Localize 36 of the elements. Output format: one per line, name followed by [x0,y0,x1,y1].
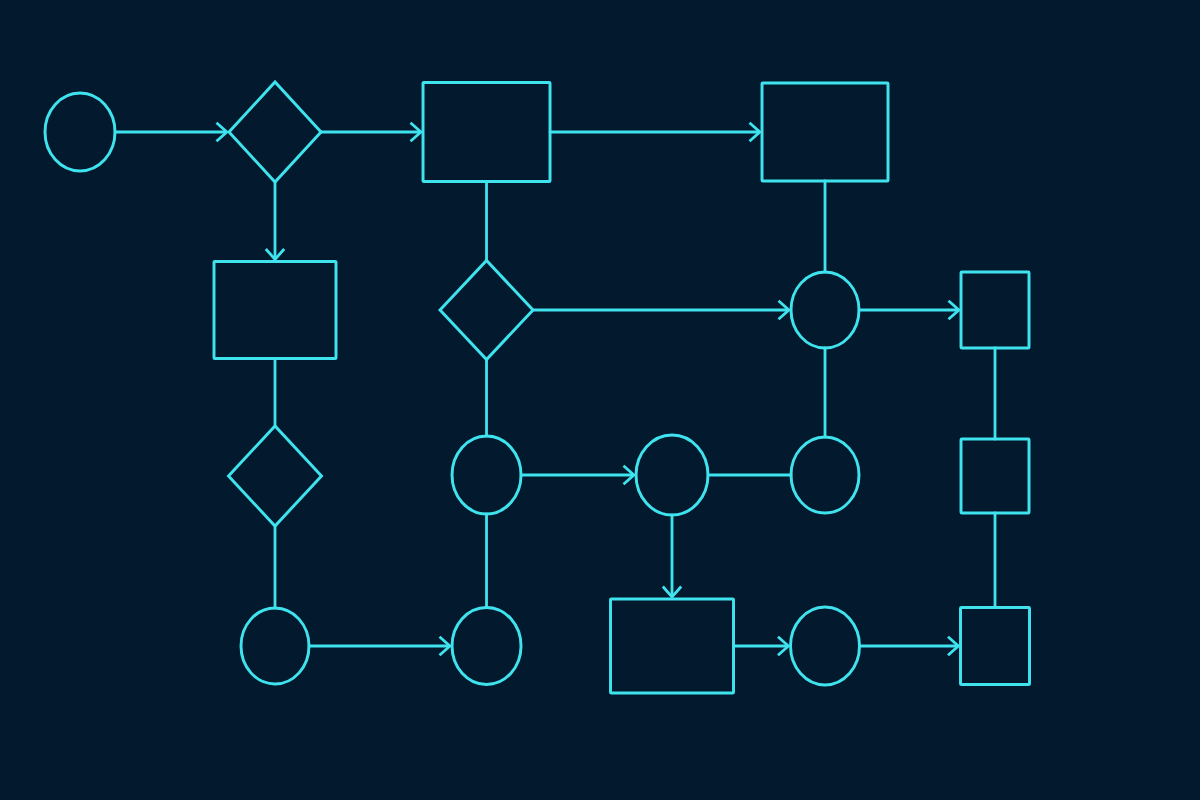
arrow [307,635,452,657]
arrow [264,180,286,262]
connector-line [485,180,488,262]
connector-line [706,473,793,477]
flow-circle [43,91,117,173]
arrow [531,299,791,321]
arrow [548,121,762,143]
process-box [760,81,890,183]
arrow [319,121,424,143]
flow-circle [789,270,861,350]
arrow [857,299,961,321]
process-box [959,437,1031,515]
connector-line [823,179,827,274]
flow-circle [239,606,311,686]
arrow [519,464,636,486]
process-box [421,81,552,183]
arrow [113,121,229,143]
arrow [661,513,683,599]
arrow [732,635,791,657]
connector-line [485,358,488,438]
flow-circle [450,606,523,686]
flow-circle [789,605,861,687]
process-box [959,270,1031,350]
connector-line [993,346,997,441]
connector-line [485,512,488,609]
connector-line [273,357,277,428]
connector-line [993,511,997,609]
arrow [858,635,961,657]
connector-line [273,524,277,610]
connector-line [823,346,827,439]
flow-circle [789,435,861,515]
process-box [609,597,735,695]
flow-circle [450,434,523,516]
process-box [212,260,338,360]
process-box [959,606,1031,686]
flow-circle [634,433,710,517]
